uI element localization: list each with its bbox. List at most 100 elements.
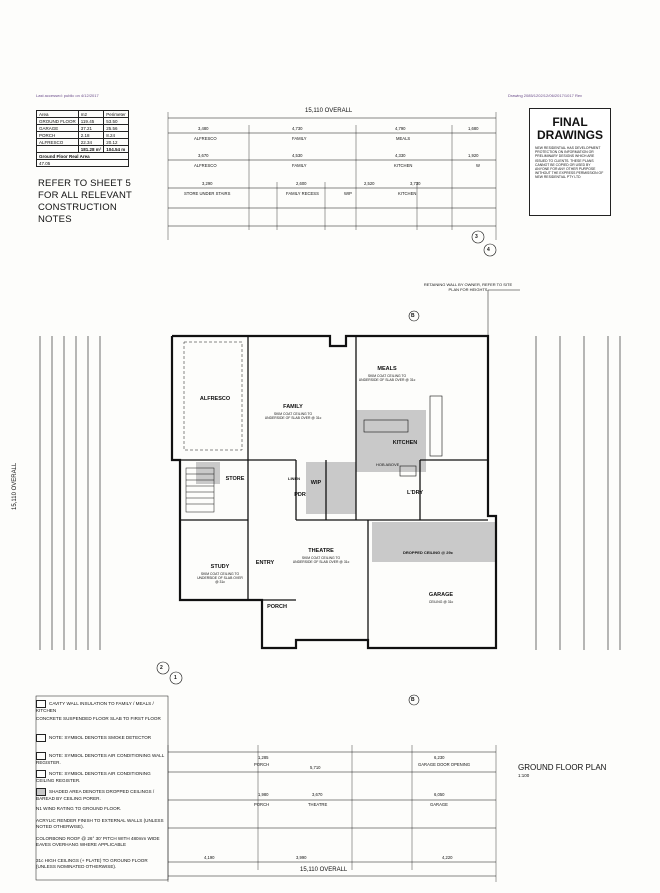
smoke-detector-icon — [36, 734, 46, 742]
room-note-family: SKIM COAT CEILING TO UNDERSIDE OF SLAB O… — [264, 412, 322, 420]
dropped-ceiling-kitchen — [356, 410, 426, 472]
bottom-dim-label: PORCH — [254, 762, 270, 767]
stamp-title-line2: DRAWINGS — [537, 128, 603, 142]
top-dim: 4,730 — [292, 126, 303, 131]
top-dim: 1,680 — [468, 126, 479, 131]
legend-item: N1 WIND RATING TO GROUND FLOOR. — [36, 806, 168, 812]
room-note-meals: SKIM COAT CEILING TO UNDERSIDE OF SLAB O… — [358, 374, 416, 382]
legend-text: SHADED AREA DENOTES DROPPED CEILINGS / B… — [36, 789, 155, 801]
section-marker-1 — [169, 671, 183, 685]
stamp-title-line1: FINAL — [552, 115, 588, 129]
notes-line: REFER TO SHEET 5 — [38, 178, 131, 189]
bottom-overall-dim: 15,110 OVERALL — [300, 867, 348, 873]
legend-item: ACRYLIC RENDER FINISH TO EXTERNAL WALLS … — [36, 818, 168, 829]
top-dim: 1,920 — [468, 153, 479, 158]
room-label-porch: PORCH — [267, 604, 287, 610]
bottom-dim-label: GARAGE DOOR OPENING — [418, 762, 471, 767]
room-label-entry: ENTRY — [255, 560, 275, 566]
bottom-dim-label: GARAGE — [430, 802, 448, 807]
alfresco-outline — [183, 341, 243, 451]
room-label-pdr: PDR — [294, 492, 306, 498]
legend-text: NOTE: SYMBOL DENOTES AIR CONDITIONING WA… — [36, 753, 165, 765]
kitchen-island — [363, 419, 409, 433]
top-dim: 2,520 — [364, 181, 375, 186]
section-marker-4-label: 4 — [487, 247, 490, 253]
dropped-ceiling-garage — [372, 522, 496, 562]
legend-item: SHADED AREA DENOTES DROPPED CEILINGS / B… — [36, 788, 168, 802]
top-dim: 2,600 — [296, 181, 307, 186]
top-dim: 3,670 — [198, 153, 209, 158]
legend-item: CONCRETE SUSPENDED FLOOR SLAB TO FIRST F… — [36, 716, 168, 722]
legend-text: 31c HIGH CEILINGS (+ PLATE) TO GROUND FL… — [36, 858, 148, 869]
section-marker-b-bottom — [408, 694, 420, 706]
bottom-dim: 1,980 — [258, 792, 269, 797]
legend-item: NOTE: SYMBOL DENOTES AIR CONDITIONING CE… — [36, 770, 168, 784]
section-marker-2-label: 2 — [160, 665, 163, 671]
sheet-access-note: Last accessed: public on 4/12/2017 — [36, 93, 99, 98]
bottom-dim-label: PORCH — [254, 802, 270, 807]
shaded-area-swatch — [36, 788, 46, 796]
section-marker-4 — [483, 243, 497, 257]
room-label-ldry: L'DRY — [406, 490, 424, 496]
bottom-dim: 4,220 — [442, 855, 453, 860]
top-dim-label: ALFRESCO — [194, 136, 217, 141]
legend-text: CAVITY WALL INSULATION TO FAMILY / MEALS… — [36, 701, 154, 713]
top-dim-label: FAMILY — [292, 136, 307, 141]
legend-text: NOTE: SYMBOL DENOTES SMOKE DETECTOR — [49, 735, 152, 741]
room-note-garage: CEILING @ 31c — [428, 600, 454, 604]
dropped-ceiling-note: DROPPED CEILING @ 29c — [403, 550, 453, 555]
room-label-wip: WIP — [310, 480, 322, 486]
top-dim-label: WIP — [344, 191, 352, 196]
top-dim: 3,290 — [202, 181, 213, 186]
legend-text: NOTE: SYMBOL DENOTES AIR CONDITIONING CE… — [36, 771, 151, 783]
ceiling-register-icon — [36, 770, 46, 778]
bottom-dim: 5,710 — [310, 765, 321, 770]
section-marker-1-label: 1 — [174, 675, 177, 681]
top-dim-label: W — [476, 163, 480, 168]
bottom-dim: 4,190 — [204, 855, 215, 860]
section-marker-b-top-label: B — [411, 313, 415, 319]
top-dim-label: MEALS — [396, 136, 411, 141]
bottom-dim: 6,230 — [434, 755, 445, 760]
top-dim-label: KITCHEN — [398, 191, 417, 196]
room-label-garage: GARAGE — [428, 592, 454, 598]
room-label-linen: LINEN — [288, 476, 300, 481]
construction-notes-reference: REFER TO SHEET 5 FOR ALL RELEVANT CONSTR… — [38, 178, 148, 226]
legend-item: NOTE: SYMBOL DENOTES AIR CONDITIONING WA… — [36, 752, 168, 766]
top-dim: 4,790 — [395, 126, 406, 131]
section-marker-3-label: 3 — [475, 234, 478, 240]
legend-item: 31c HIGH CEILINGS (+ PLATE) TO GROUND FL… — [36, 858, 168, 869]
room-label-theatre: THEATRE — [308, 548, 334, 554]
retaining-wall-note: RETAINING WALL BY OWNER, REFER TO SITE P… — [423, 282, 513, 292]
room-note-theatre: SKIM COAT CEILING TO UNDERSIDE OF SLAB O… — [292, 556, 350, 564]
top-dim: 4,330 — [395, 153, 406, 158]
legend-swatch — [36, 700, 46, 708]
bottom-dim: 1,285 — [258, 755, 269, 760]
legend-text: N1 WIND RATING TO GROUND FLOOR. — [36, 806, 122, 811]
plan-title: GROUND FLOOR PLAN — [518, 763, 607, 772]
section-marker-b-bottom-label: B — [411, 697, 415, 703]
bottom-dim: 3,670 — [312, 792, 323, 797]
bottom-dim: 6,050 — [434, 792, 445, 797]
top-dim-label: FAMILY RECESS — [286, 191, 319, 196]
legend-text: ACRYLIC RENDER FINISH TO EXTERNAL WALLS … — [36, 818, 164, 829]
left-overall-dim: 15,110 OVERALL — [12, 462, 18, 510]
room-label-alfresco: ALFRESCO — [199, 396, 231, 402]
top-dim: 3,730 — [410, 181, 421, 186]
top-dim-label: KITCHEN — [394, 163, 413, 168]
section-marker-3 — [471, 230, 485, 244]
section-marker-b-top — [408, 310, 420, 322]
room-label-kitchen: KITCHEN — [392, 440, 418, 446]
notes-line: FOR ALL RELEVANT — [38, 190, 133, 201]
top-dim-label: STORE UNDER STAIRS — [184, 191, 231, 196]
section-marker-2 — [156, 661, 170, 675]
notes-line: CONSTRUCTION NOTES — [38, 202, 117, 225]
room-label-family: FAMILY — [283, 404, 303, 410]
legend-text: CONCRETE SUSPENDED FLOOR SLAB TO FIRST F… — [36, 716, 161, 721]
table-cell: 47.05 — [36, 159, 129, 167]
room-label-study: STUDY — [210, 564, 230, 570]
legend-item: COLORBOND ROOF @ 26° 30' PITCH WITH 480m… — [36, 836, 168, 847]
hob-note: HOB ABOVE — [376, 462, 400, 467]
bottom-dim: 3,990 — [296, 855, 307, 860]
